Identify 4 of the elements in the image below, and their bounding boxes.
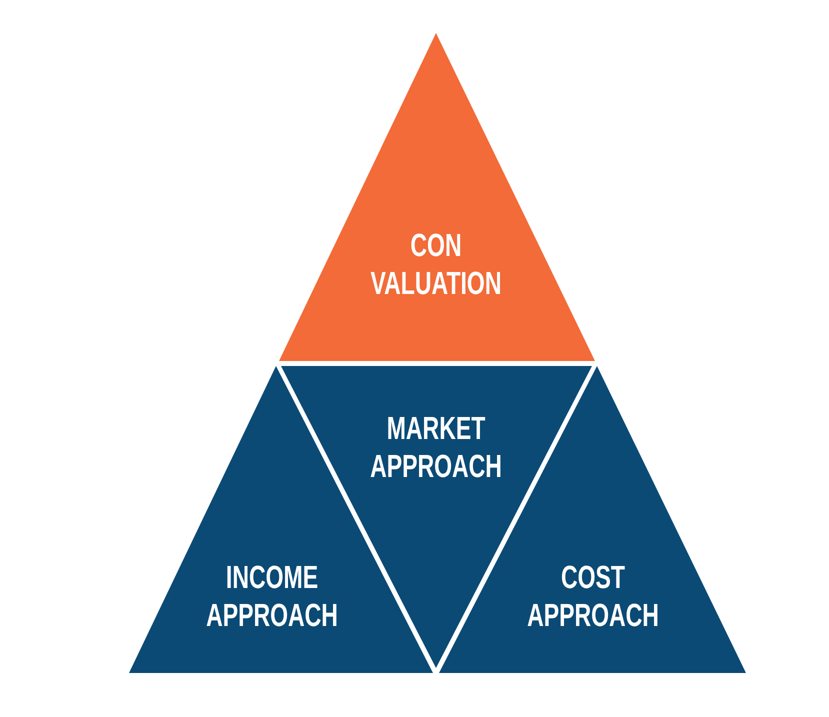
- segment-label: COST APPROACH: [527, 558, 659, 634]
- segment-label: INCOME APPROACH: [206, 558, 338, 634]
- segment-label: MARKET APPROACH: [370, 409, 502, 485]
- segment-label: CON VALUATION: [370, 226, 502, 302]
